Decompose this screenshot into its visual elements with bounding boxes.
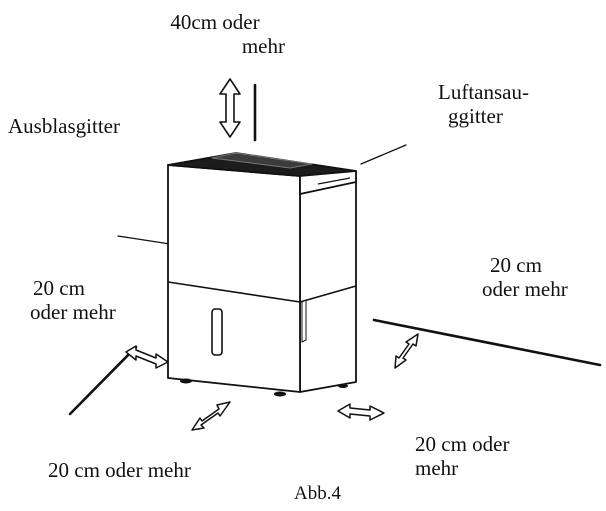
front-right-clearance-arrow [337, 403, 385, 421]
top-clearance-line-2: mehr [241, 34, 285, 58]
outlet-leader-line [117, 235, 171, 245]
intake-grille-label: Luftansau- ggitter [438, 80, 529, 128]
front-right-clearance-line-1: 20 cm oder [415, 432, 510, 456]
intake-grille-line-2: ggitter [448, 104, 503, 128]
left-clearance-label: 20 cm oder mehr [30, 276, 116, 324]
right-clearance-label: 20 cm oder mehr [482, 253, 568, 301]
front-clearance-arrow [191, 401, 231, 431]
top-clearance-arrow [219, 78, 241, 138]
dehumidifier-unit [167, 152, 357, 397]
left-clearance-arrow [125, 345, 169, 369]
intake-grille-line-1: Luftansau- [438, 80, 529, 104]
right-wall-line [372, 318, 602, 367]
top-clearance-label: 40cm oder mehr [145, 10, 285, 58]
outlet-grille-label: Ausblasgitter [8, 114, 120, 138]
front-right-clearance-line-2: mehr [415, 456, 459, 480]
top-clearance-line-1: 40cm oder [170, 10, 260, 34]
front-clearance-label: 20 cm oder mehr [48, 458, 191, 482]
right-clearance-line-1: 20 cm [490, 253, 542, 277]
front-right-clearance-label: 20 cm oder mehr [415, 432, 509, 480]
left-wall-line [68, 345, 138, 416]
figure-caption: Abb.4 [294, 483, 341, 504]
left-clearance-line-2: oder mehr [30, 300, 116, 324]
intake-leader-line [360, 144, 407, 165]
right-clearance-arrow [394, 333, 419, 369]
right-clearance-line-2: oder mehr [482, 277, 568, 301]
left-clearance-line-1: 20 cm [33, 276, 85, 300]
